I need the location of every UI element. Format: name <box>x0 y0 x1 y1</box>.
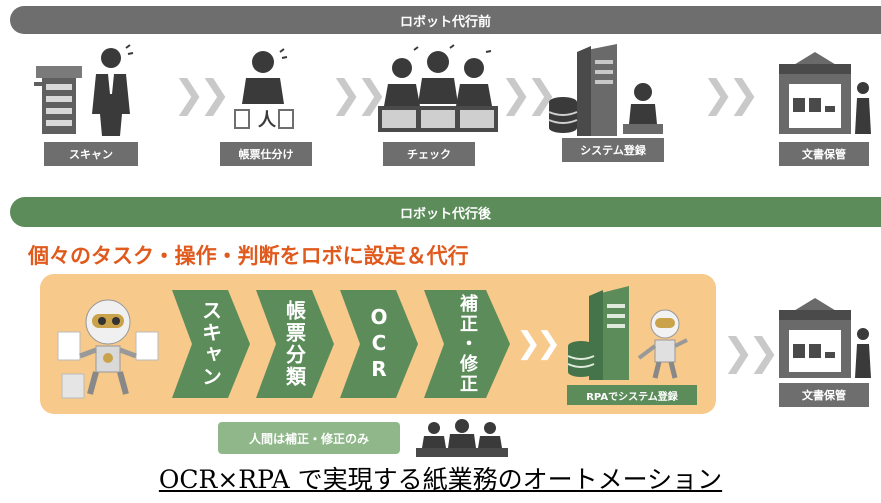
after-step-text: 帳票分類 <box>282 300 307 388</box>
step-arrow-shape <box>424 290 510 398</box>
before-step-label-check: チェック <box>383 142 475 166</box>
before-step-text: スキャン <box>69 148 113 161</box>
robot-illustration <box>54 292 164 402</box>
after-step-classify: 帳票分類 <box>256 290 334 398</box>
before-step-storage-illustration <box>775 44 875 138</box>
after-storage-illustration <box>775 290 875 382</box>
robot-server-icon <box>567 286 688 380</box>
step-arrow-shape <box>340 290 418 398</box>
before-step-label-sort: 帳票仕分け <box>220 142 312 166</box>
warehouse-icon <box>779 298 871 378</box>
sorting-person-icon <box>234 48 294 129</box>
after-step-text: スキャン <box>198 300 223 388</box>
before-step-label-scan: スキャン <box>44 142 138 166</box>
chevron-right-icon: ❯❯ <box>722 330 780 374</box>
chevron-right-icon: ❯❯ <box>173 72 231 116</box>
checking-team-icon <box>378 44 498 132</box>
chevron-right-icon: ❯❯ <box>702 72 760 116</box>
after-step-scan: スキャン <box>172 290 250 398</box>
chevron-right-icon: ❯❯ <box>516 326 561 361</box>
before-step-text: 文書保管 <box>802 148 846 161</box>
rpa-system-illustration <box>567 284 697 384</box>
chevron-right-icon: ❯❯ <box>500 72 558 116</box>
after-step-text: 補正・修正 <box>457 294 478 394</box>
rpa-system-label: RPAでシステム登録 <box>567 385 697 405</box>
before-step-sort-illustration: 人 <box>230 48 300 136</box>
rpa-system-text: RPAでシステム登録 <box>586 391 678 403</box>
after-header-bar: ロボット代行後 <box>10 197 881 227</box>
after-storage-text: 文書保管 <box>802 389 846 402</box>
before-step-system-illustration <box>547 42 667 138</box>
human-role-text: 人間は補正・修正のみ <box>248 431 369 446</box>
checking-team-icon <box>416 419 508 457</box>
copier-person-icon <box>34 44 134 136</box>
after-step-text: OCR <box>367 305 391 383</box>
robot-icon <box>57 299 159 399</box>
before-step-text: チェック <box>407 148 451 161</box>
human-role-label: 人間は補正・修正のみ <box>218 422 400 454</box>
server-operator-icon <box>548 44 663 136</box>
before-step-scan-illustration <box>34 44 144 139</box>
before-header-bar: ロボット代行前 <box>10 6 881 34</box>
sort-person-mark: 人 <box>258 110 276 131</box>
step-arrow-shape <box>256 290 334 398</box>
human-team-illustration <box>414 418 510 458</box>
after-headline: 個々のタスク・操作・判断をロボに設定＆代行 <box>28 244 469 268</box>
after-step-correct: 補正・修正 <box>424 290 510 398</box>
figure-caption: OCR×RPA で実現する紙業務のオートメーション <box>158 465 723 494</box>
step-arrow-shape <box>172 290 250 398</box>
before-step-check-illustration <box>376 44 500 138</box>
before-step-label-system: システム登録 <box>562 138 664 162</box>
chevron-right-icon: ❯❯ <box>330 72 388 116</box>
before-step-label-storage: 文書保管 <box>779 142 869 166</box>
before-step-text: システム登録 <box>580 144 646 157</box>
before-step-text: 帳票仕分け <box>238 148 294 161</box>
after-storage-label: 文書保管 <box>779 383 869 407</box>
after-title: ロボット代行後 <box>399 206 491 222</box>
before-title: ロボット代行前 <box>399 14 491 30</box>
after-step-ocr: OCR <box>340 290 418 398</box>
warehouse-icon <box>779 52 871 134</box>
